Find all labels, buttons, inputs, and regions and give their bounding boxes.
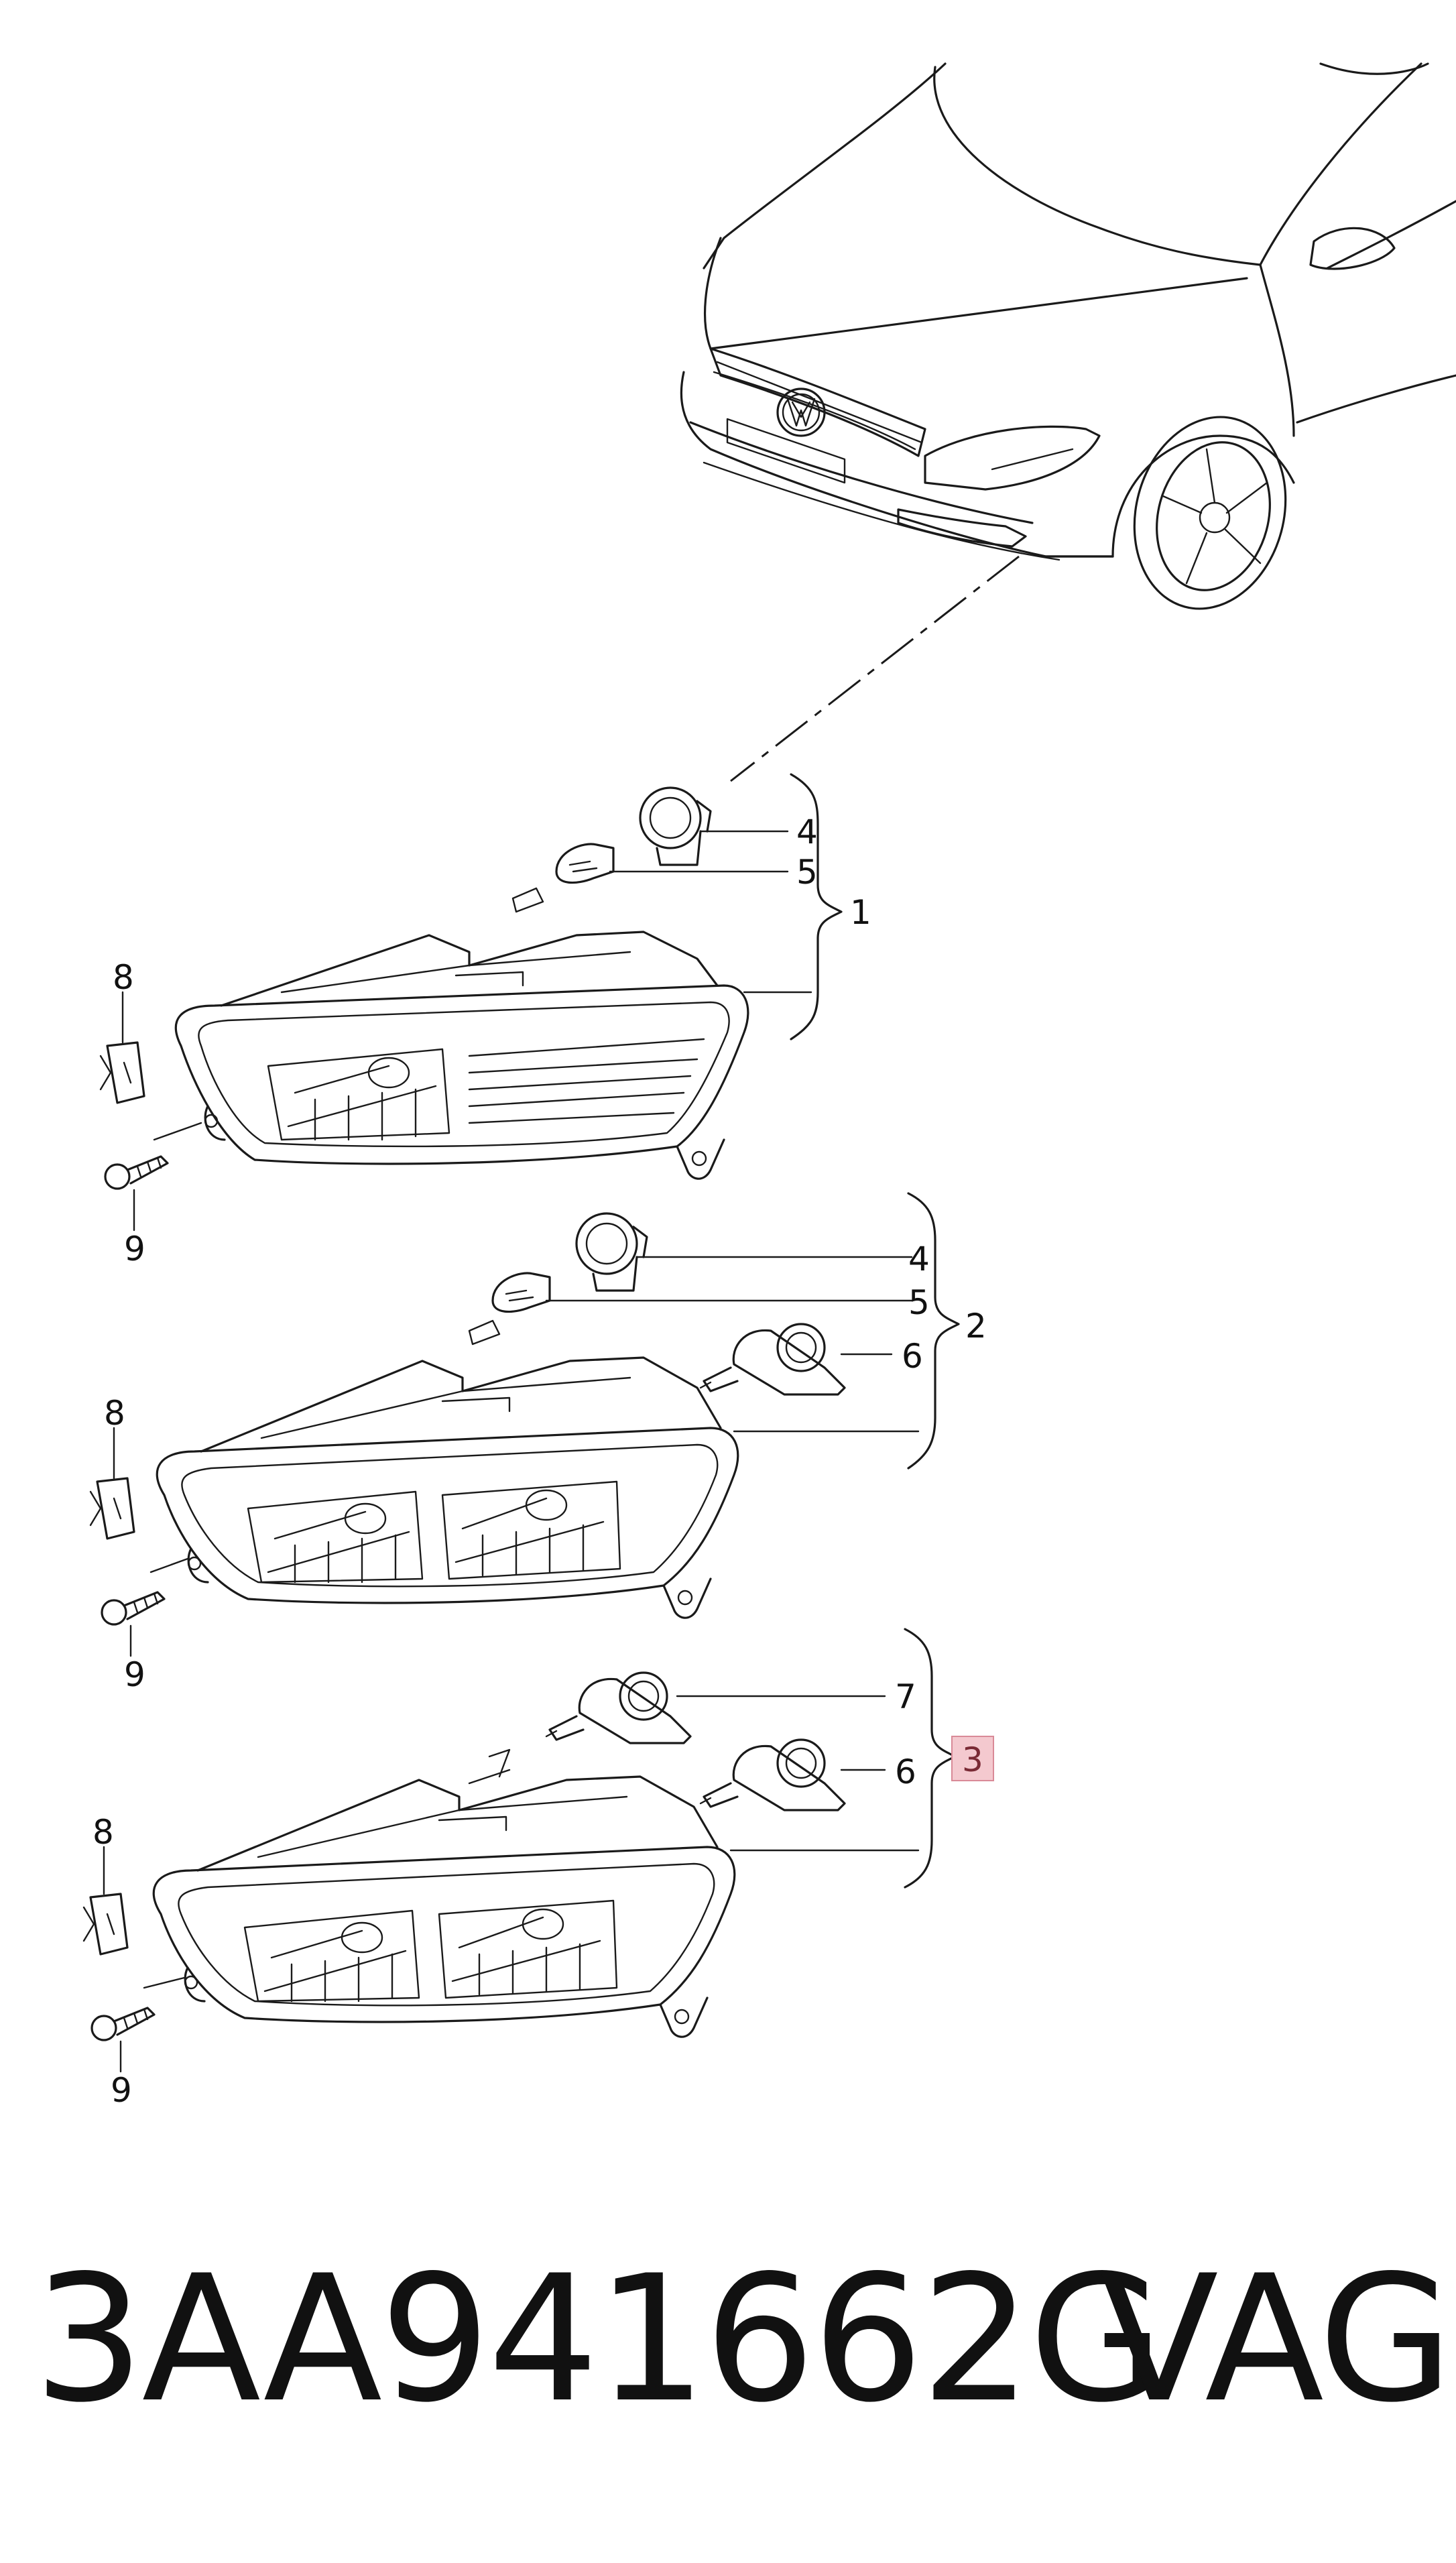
leader-line [143,1976,186,1989]
callout-label-5: 5 [908,1283,930,1322]
footer: 3AA941662G VAG [0,2232,1456,2487]
callout-label-9: 9 [111,2071,132,2110]
callout-label-6: 6 [902,1337,923,1376]
callout-label-9: 9 [124,1230,145,1268]
part-number-label: 3AA941662G [34,2239,1164,2441]
car-front-illustration [680,62,1456,610]
callout-label-8: 8 [104,1394,125,1433]
brand-label: VAG [1099,2239,1453,2441]
callout-label-8: 8 [93,1813,114,1852]
fog-light-assembly-2 [156,1212,846,1619]
callout-label-5: 5 [796,853,818,892]
callout-label-3: 3 [962,1740,983,1779]
callout-highlight-box[interactable] [951,1736,994,1781]
callout-label-4: 4 [796,813,818,851]
group-bracket-2 [907,1192,960,1470]
screw-icon [90,2007,156,2041]
fog-light-assembly-1 [174,786,749,1180]
spring-clip-icon [99,1041,145,1104]
bulb-icon [555,843,615,884]
fog-light-assembly-3 [152,1671,846,2038]
callout-label-1: 1 [850,893,871,932]
leader-line [153,1122,202,1141]
halogen-bulb-icon [545,1671,692,1744]
bulb-socket-icon [639,786,712,866]
leader-line [149,1557,189,1573]
spring-clip-icon [89,1477,135,1540]
callout-label-8: 8 [113,958,134,997]
callout-label-2: 2 [965,1307,987,1346]
halogen-bulb-icon [699,1738,846,1811]
halogen-bulb-icon [699,1323,846,1396]
callout-label-7: 7 [895,1677,916,1716]
callout-label-6: 6 [895,1752,916,1791]
leader-dash-line [730,555,1020,782]
screw-icon [101,1591,166,1626]
screw-icon [104,1155,169,1190]
callout-label-4: 4 [908,1240,930,1278]
vw-logo-icon [776,388,826,437]
bulb-icon [491,1272,551,1313]
bulb-socket-icon [575,1212,648,1292]
group-bracket-1 [790,773,843,1040]
callout-label-9: 9 [124,1655,145,1694]
spring-clip-icon [82,1893,129,1956]
